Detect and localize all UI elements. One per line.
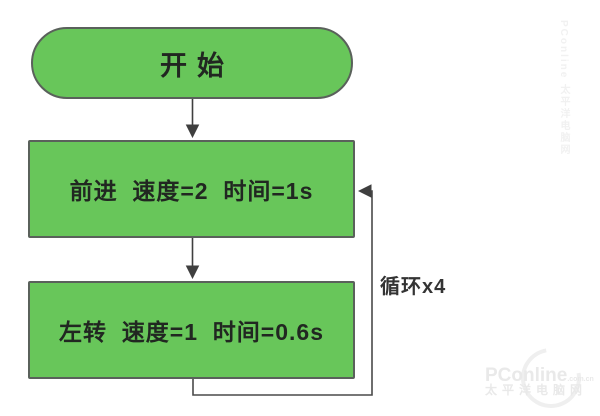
watermark-site-name: 太平洋电脑网	[485, 383, 588, 397]
watermark-brand: PConline	[485, 365, 568, 386]
node-turn-left: 左转 速度=1 时间=0.6s	[28, 281, 355, 379]
loop-count-label: 循环x4	[380, 276, 447, 298]
node-forward-label: 前进 速度=2 时间=1s	[69, 178, 314, 204]
node-forward: 前进 速度=2 时间=1s	[28, 140, 355, 238]
node-start-label: 开始	[160, 50, 234, 81]
node-turn-left-label: 左转 速度=1 时间=0.6s	[59, 319, 324, 345]
watermark-top-right: PConline 太平洋电脑网	[558, 20, 569, 157]
watermark-suffix: .com.cn	[567, 376, 594, 383]
watermark-brand-row: PConline.com.cn	[485, 366, 594, 385]
watermark-bottom-right: PConline.com.cn 太平洋电脑网	[483, 336, 600, 416]
node-start: 开始	[31, 27, 353, 99]
